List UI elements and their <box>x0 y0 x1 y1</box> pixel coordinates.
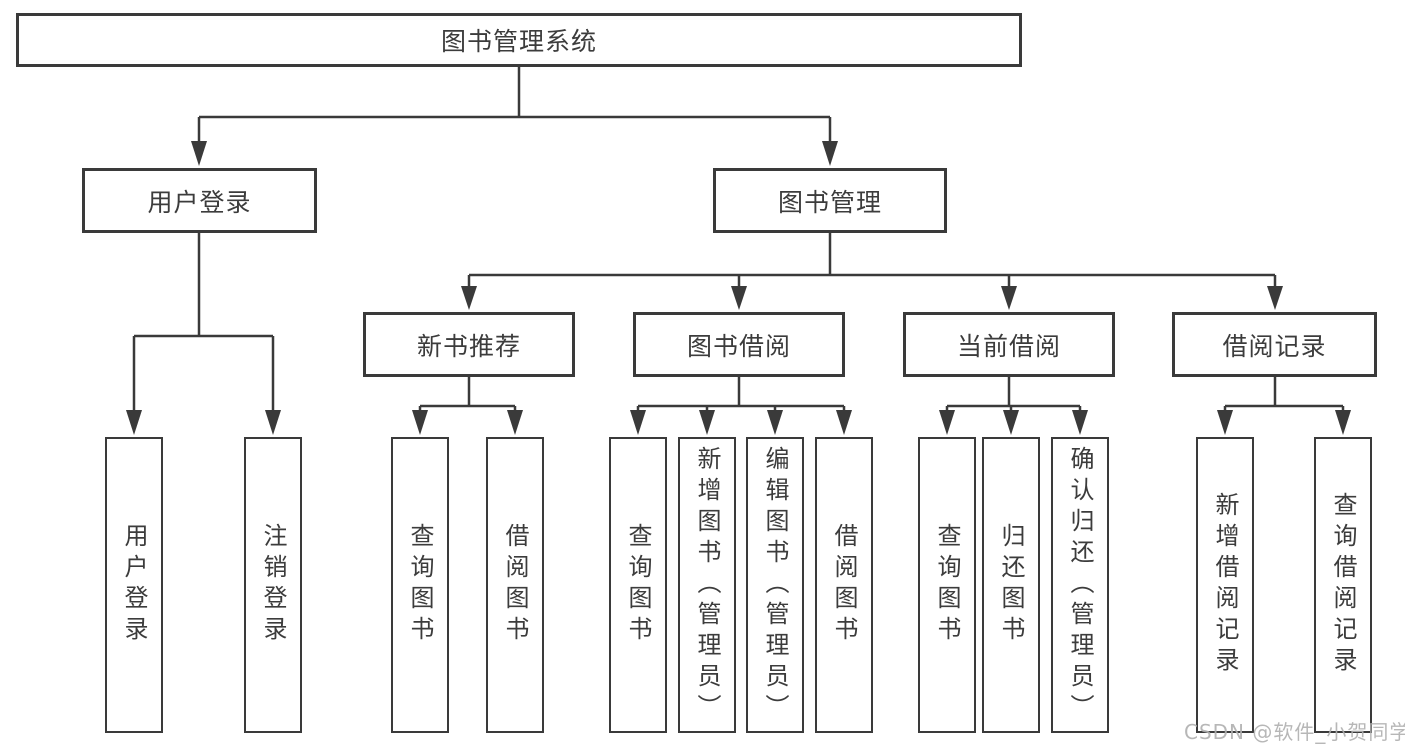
leaf-confirm-return-admin: 确认归还（管理员） <box>1051 437 1109 733</box>
leaf-query-book-1: 查询图书 <box>391 437 449 733</box>
leaf-borrow-book-1-label: 借阅图书 <box>501 523 529 647</box>
connector-level2-to-level3 <box>461 233 1283 310</box>
node-book-borrow: 图书借阅 <box>633 312 845 377</box>
leaf-confirm-return-admin-label: 确认归还（管理员） <box>1066 445 1094 725</box>
leaf-return-book: 归还图书 <box>982 437 1040 733</box>
node-new-book-recommend: 新书推荐 <box>363 312 575 377</box>
leaf-borrow-book-1: 借阅图书 <box>486 437 544 733</box>
node-new-book-recommend-label: 新书推荐 <box>416 331 521 361</box>
node-book-management-label: 图书管理 <box>777 187 882 217</box>
node-book-borrow-label: 图书借阅 <box>686 331 791 361</box>
connector-borrow-group <box>630 377 852 435</box>
connector-new-book-group <box>412 377 523 435</box>
leaf-add-borrow-record: 新增借阅记录 <box>1196 437 1254 733</box>
leaf-add-book-admin-label: 新增图书（管理员） <box>693 445 721 725</box>
leaf-query-borrow-record: 查询借阅记录 <box>1314 437 1372 733</box>
leaf-add-book-admin: 新增图书（管理员） <box>678 437 736 733</box>
leaf-edit-book-admin: 编辑图书（管理员） <box>746 437 804 733</box>
connector-current-group <box>939 377 1088 435</box>
node-book-management: 图书管理 <box>713 168 947 233</box>
node-root-label: 图书管理系统 <box>440 27 597 56</box>
node-borrow-records: 借阅记录 <box>1172 312 1377 377</box>
leaf-query-book-1-label: 查询图书 <box>406 523 434 647</box>
connector-records-group <box>1217 377 1351 435</box>
leaf-borrow-book-2: 借阅图书 <box>815 437 873 733</box>
leaf-query-book-3: 查询图书 <box>918 437 976 733</box>
leaf-query-book-2-label: 查询图书 <box>624 523 652 647</box>
leaf-query-book-2: 查询图书 <box>609 437 667 733</box>
node-current-borrow-label: 当前借阅 <box>956 331 1061 361</box>
connector-user-login-group <box>126 233 281 435</box>
connector-root-to-level2 <box>191 67 838 166</box>
node-root-system: 图书管理系统 <box>16 13 1022 67</box>
node-user-login: 用户登录 <box>82 168 317 233</box>
leaf-logout: 注销登录 <box>244 437 302 733</box>
csdn-watermark: CSDN @软件_小贺同学 <box>1184 720 1405 744</box>
leaf-logout-label: 注销登录 <box>259 523 287 647</box>
node-user-login-label: 用户登录 <box>147 187 252 217</box>
leaf-edit-book-admin-label: 编辑图书（管理员） <box>761 445 789 725</box>
leaf-return-book-label: 归还图书 <box>997 523 1025 647</box>
node-current-borrow: 当前借阅 <box>903 312 1115 377</box>
leaf-add-borrow-record-label: 新增借阅记录 <box>1211 492 1239 678</box>
leaf-query-borrow-record-label: 查询借阅记录 <box>1329 492 1357 678</box>
leaf-query-book-3-label: 查询图书 <box>933 523 961 647</box>
leaf-user-login-label: 用户登录 <box>120 523 148 647</box>
leaf-borrow-book-2-label: 借阅图书 <box>830 523 858 647</box>
node-borrow-records-label: 借阅记录 <box>1222 331 1327 361</box>
leaf-user-login: 用户登录 <box>105 437 163 733</box>
